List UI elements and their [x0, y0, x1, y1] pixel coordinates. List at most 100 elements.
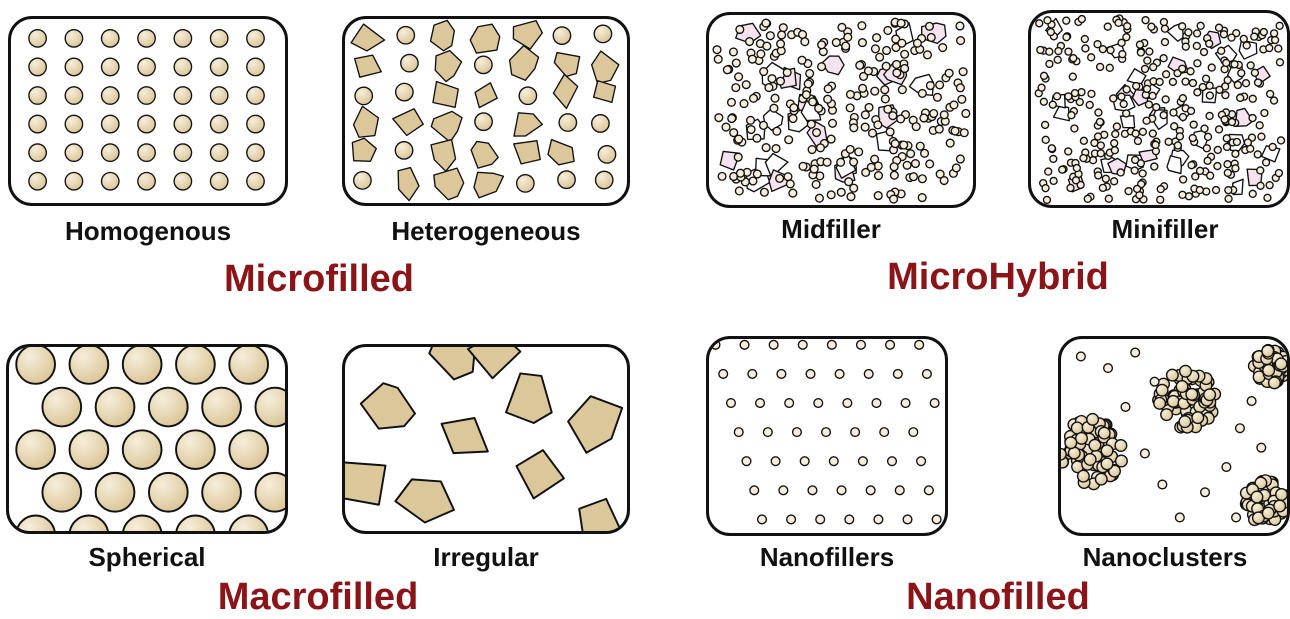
tiny-sphere-particle [945, 69, 953, 77]
nano-particle [1158, 480, 1167, 489]
tiny-sphere-particle [824, 85, 832, 93]
nano-particle [1257, 443, 1266, 452]
nano-particle [763, 428, 772, 437]
tiny-sphere-particle [1193, 42, 1200, 49]
tiny-sphere-particle [1106, 64, 1113, 71]
minifiller-panel [1028, 10, 1290, 208]
tiny-sphere-particle [837, 188, 845, 196]
tiny-sphere-particle [732, 59, 740, 67]
tiny-sphere-particle [1045, 168, 1052, 175]
tiny-sphere-particle [1221, 116, 1228, 123]
nanocluster-particle [1101, 445, 1113, 457]
tiny-sphere-particle [1150, 64, 1157, 71]
small-sphere-particle [247, 30, 264, 47]
tiny-sphere-particle [871, 155, 879, 163]
small-sphere-particle [210, 30, 227, 47]
tiny-sphere-particle [1257, 167, 1264, 174]
small-sphere-particle [475, 113, 492, 130]
tiny-sphere-particle [817, 144, 825, 152]
large-sphere-particle [16, 516, 55, 531]
microhybrid-title: MicroHybrid [706, 256, 1290, 299]
tiny-sphere-particle [1050, 155, 1057, 162]
tiny-sphere-particle [786, 180, 794, 188]
tiny-sphere-particle [1216, 86, 1223, 93]
nanocluster-particle [1275, 358, 1287, 370]
tiny-sphere-particle [842, 42, 850, 50]
tiny-sphere-particle [952, 164, 960, 172]
nanoclusters-particles [1061, 339, 1287, 533]
large-sphere-particle [123, 430, 162, 469]
tiny-sphere-particle [1196, 187, 1203, 194]
tiny-sphere-particle [865, 67, 873, 75]
macrofilled-title: Macrofilled [6, 576, 630, 619]
tiny-sphere-particle [1072, 177, 1079, 184]
tiny-sphere-particle [1096, 118, 1103, 125]
tiny-sphere-particle [1118, 93, 1125, 100]
tiny-sphere-particle [1143, 117, 1150, 124]
nano-particle [886, 340, 895, 349]
tiny-sphere-particle [1179, 23, 1186, 30]
tiny-sphere-particle [824, 95, 832, 103]
nanocluster-particle [1186, 389, 1198, 401]
tiny-sphere-particle [1264, 194, 1271, 201]
irregular-particle [393, 109, 424, 136]
small-sphere-particle [174, 30, 191, 47]
tiny-sphere-particle [1040, 98, 1047, 105]
large-sphere-particle [96, 473, 135, 512]
tiny-sphere-particle [873, 34, 881, 42]
tiny-sphere-particle [1189, 135, 1196, 142]
tiny-sphere-particle [856, 61, 864, 69]
small-sphere-particle [210, 87, 227, 104]
tiny-sphere-particle [1144, 85, 1151, 92]
tiny-sphere-particle [1174, 142, 1181, 149]
tiny-sphere-particle [1160, 19, 1167, 26]
tiny-sphere-particle [846, 104, 854, 112]
nano-particle [806, 370, 815, 379]
tiny-sphere-particle [1068, 112, 1075, 119]
large-irregular-particle [429, 347, 475, 379]
large-sphere-particle [202, 473, 241, 512]
small-sphere-particle [595, 171, 612, 188]
tiny-sphere-particle [1132, 156, 1139, 163]
small-sphere-particle [29, 115, 46, 132]
nanocluster-particle [1167, 396, 1179, 408]
tiny-sphere-particle [1095, 109, 1102, 116]
nano-particle [742, 457, 751, 466]
tiny-sphere-particle [1120, 101, 1127, 108]
small-sphere-particle [517, 175, 534, 192]
irregular-particle [475, 83, 497, 108]
tiny-sphere-particle [903, 161, 911, 169]
large-sphere-particle [123, 516, 162, 531]
irregular-particle [474, 172, 503, 197]
tiny-sphere-particle [816, 194, 824, 202]
tiny-sphere-particle [1117, 169, 1124, 176]
tiny-sphere-particle [1187, 68, 1194, 75]
large-sphere-particle [16, 347, 55, 384]
large-irregular-particle [579, 499, 622, 531]
tiny-sphere-particle [1194, 60, 1201, 67]
tiny-sphere-particle [1160, 55, 1167, 62]
tiny-sphere-particle [1047, 29, 1054, 36]
large-sphere-particle [42, 473, 81, 512]
small-sphere-particle [174, 144, 191, 161]
tiny-sphere-particle [1275, 45, 1282, 52]
tiny-sphere-particle [1276, 22, 1283, 29]
tiny-sphere-particle [1276, 59, 1283, 66]
tiny-sphere-particle [962, 110, 970, 118]
tiny-sphere-particle [1037, 47, 1044, 54]
homogenous-label: Homogenous [8, 216, 288, 247]
nanocluster-particle [1101, 458, 1113, 470]
tiny-sphere-particle [1067, 184, 1074, 191]
tiny-sphere-particle [1169, 78, 1176, 85]
small-sphere-particle [397, 27, 414, 44]
nano-particle [851, 428, 860, 437]
small-sphere-particle [138, 144, 155, 161]
tiny-sphere-particle [1160, 112, 1167, 119]
tiny-sphere-particle [730, 129, 738, 137]
large-sphere-particle [70, 516, 109, 531]
tiny-sphere-particle [777, 40, 785, 48]
tiny-sphere-particle [1171, 123, 1178, 130]
tiny-sphere-particle [718, 172, 726, 180]
small-sphere-particle [210, 172, 227, 189]
nanocluster-particle [1095, 473, 1107, 485]
